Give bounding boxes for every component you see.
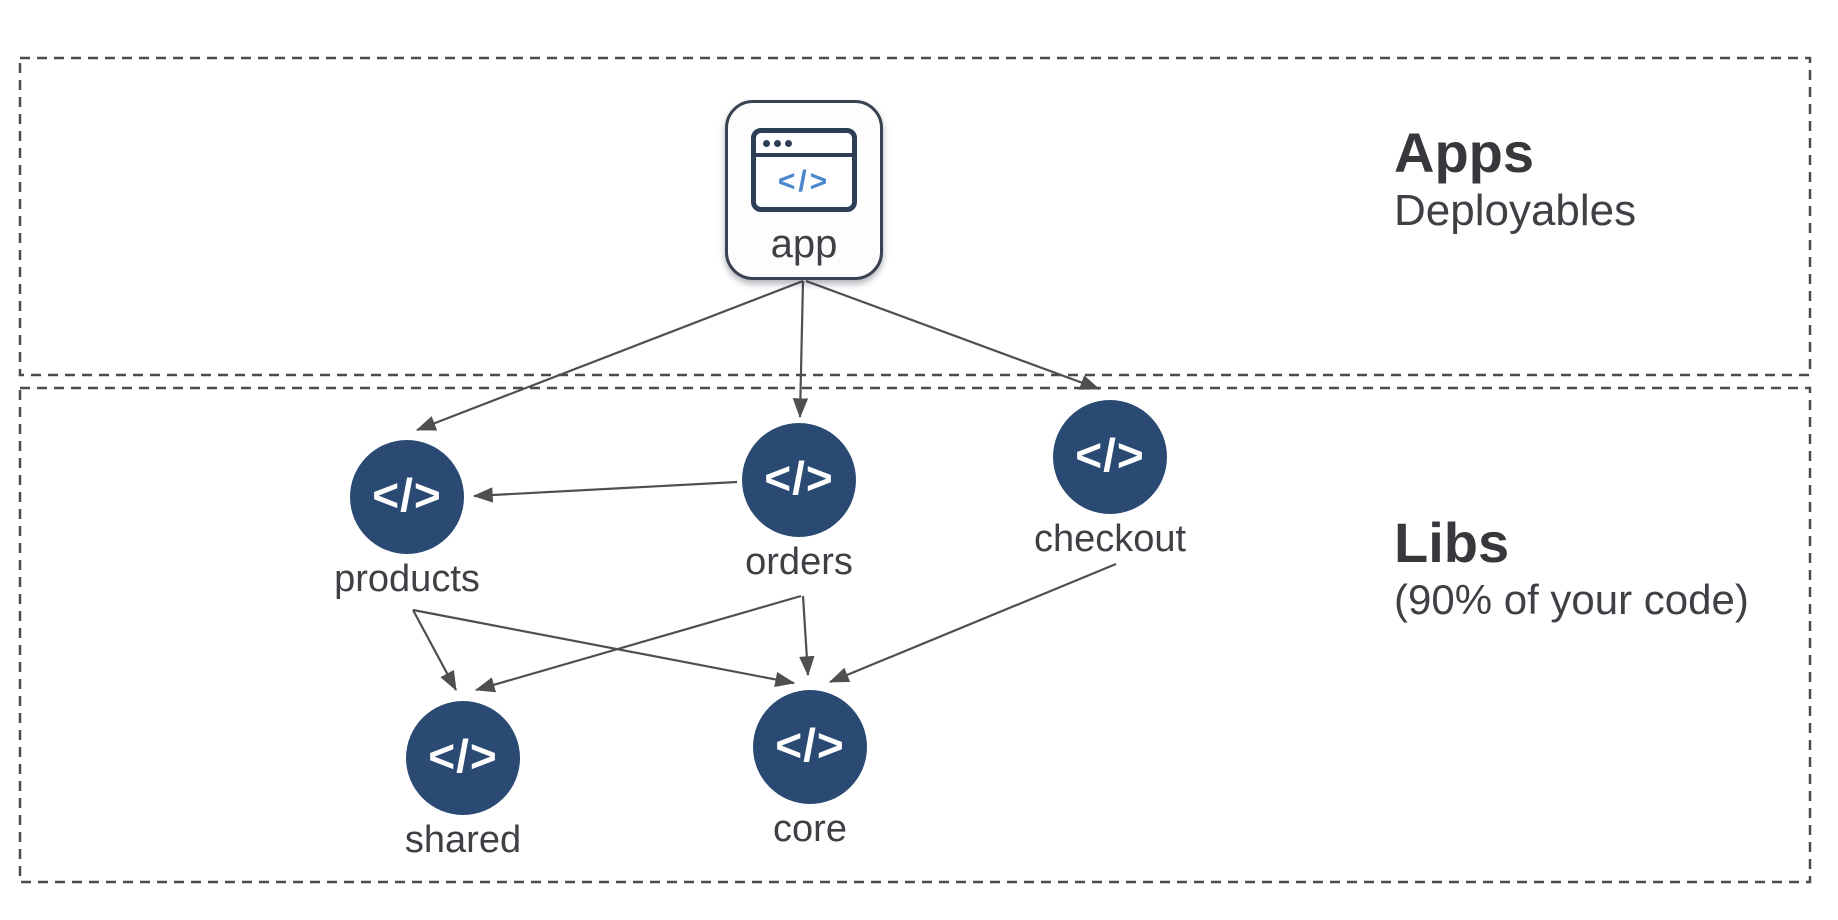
apps-region-title: Apps xyxy=(1394,121,1534,184)
browser-topbar xyxy=(756,133,852,157)
libs-region-subtitle: (90% of your code) xyxy=(1394,575,1749,623)
app-node: </> app xyxy=(725,100,883,280)
lib-node-label-core: core xyxy=(773,808,847,850)
lib-node-label-shared: shared xyxy=(404,819,522,861)
lib-node-shared: </> xyxy=(406,701,520,815)
lib-node-core: </> xyxy=(753,690,867,804)
code-glyph-icon: </> xyxy=(777,165,831,198)
libs-region-border xyxy=(18,386,1812,884)
code-glyph-icon: </> xyxy=(372,469,442,521)
edge-orders-shared xyxy=(474,594,802,693)
edge-products-shared xyxy=(412,609,457,691)
lib-node-label-orders: orders xyxy=(745,541,853,583)
browser-code-icon: </> xyxy=(751,128,857,212)
lib-node-checkout: </> xyxy=(1053,400,1167,514)
edge-checkout-core xyxy=(828,562,1117,684)
browser-dot-icon xyxy=(763,139,770,147)
dependency-edges xyxy=(412,279,1117,693)
browser-dot-icon xyxy=(774,139,781,147)
edge-products-core xyxy=(412,608,796,688)
code-glyph-icon: </> xyxy=(1075,429,1145,481)
apps-region-subtitle: Deployables xyxy=(1394,185,1637,235)
code-glyph-icon: </> xyxy=(764,452,834,504)
lib-node-products: </> xyxy=(350,440,464,554)
code-glyph-icon: </> xyxy=(775,719,845,771)
edge-app-orders xyxy=(792,280,809,419)
app-node-label: app xyxy=(770,222,838,266)
edge-app-checkout xyxy=(805,279,1101,391)
libs-region-label: Libs (90% of your code) xyxy=(1394,511,1749,625)
apps-region-border xyxy=(18,56,1812,377)
edge-orders-products xyxy=(472,480,738,503)
browser-dot-icon xyxy=(785,139,792,147)
apps-region-label: Apps Deployables xyxy=(1394,121,1637,238)
lib-node-label-products: products xyxy=(334,558,480,600)
edge-app-products xyxy=(415,279,804,432)
lib-node-orders: </> xyxy=(742,423,856,537)
libs-region-title: Libs xyxy=(1394,511,1510,574)
edge-orders-core xyxy=(799,595,815,677)
code-glyph-icon: </> xyxy=(428,730,498,782)
lib-node-label-checkout: checkout xyxy=(1033,518,1187,560)
